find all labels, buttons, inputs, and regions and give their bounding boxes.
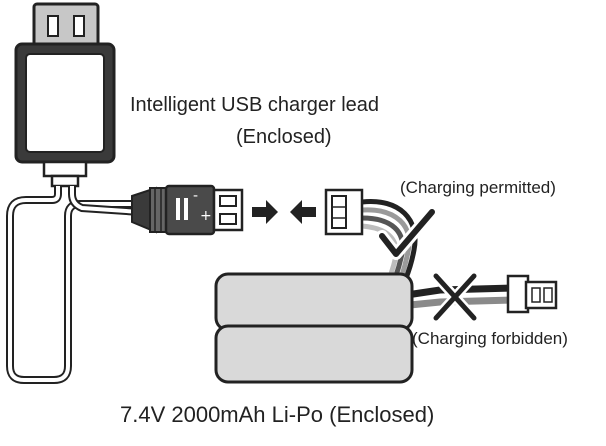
- arrow-left-icon: [290, 200, 316, 224]
- arrow-right-icon: [252, 200, 278, 224]
- lipo-battery: [214, 272, 414, 384]
- charger-strain-relief-2: [50, 174, 80, 188]
- plug-minus-mark: -: [193, 188, 199, 204]
- charger-cable: [6, 186, 141, 384]
- usb-metal-plug: [32, 2, 100, 50]
- charger-connector-plug: [131, 184, 244, 236]
- usb-charger: [14, 2, 116, 188]
- check-mark-icon: [376, 206, 438, 260]
- charging-forbidden-label: (Charging forbidden): [412, 329, 568, 348]
- charging-permitted-label: (Charging permitted): [400, 178, 556, 197]
- battery-label: 7.4V 2000mAh Li-Po (Enclosed): [120, 402, 435, 427]
- battery-cell-top: [214, 272, 414, 332]
- charger-title: Intelligent USB charger lead: [130, 94, 380, 116]
- charger-enclosed-note: (Enclosed): [236, 126, 332, 148]
- plug-plus-mark: +: [200, 208, 212, 224]
- battery-balance-connector: [324, 188, 364, 236]
- battery-cell-bottom: [214, 324, 414, 384]
- discharge-connector: [506, 274, 558, 314]
- usb-plug-hole-right: [73, 15, 85, 37]
- charger-strain-relief: [42, 160, 88, 178]
- cross-mark-icon: [431, 271, 479, 323]
- usb-charger-face: [25, 53, 105, 153]
- usb-plug-hole-left: [47, 15, 59, 37]
